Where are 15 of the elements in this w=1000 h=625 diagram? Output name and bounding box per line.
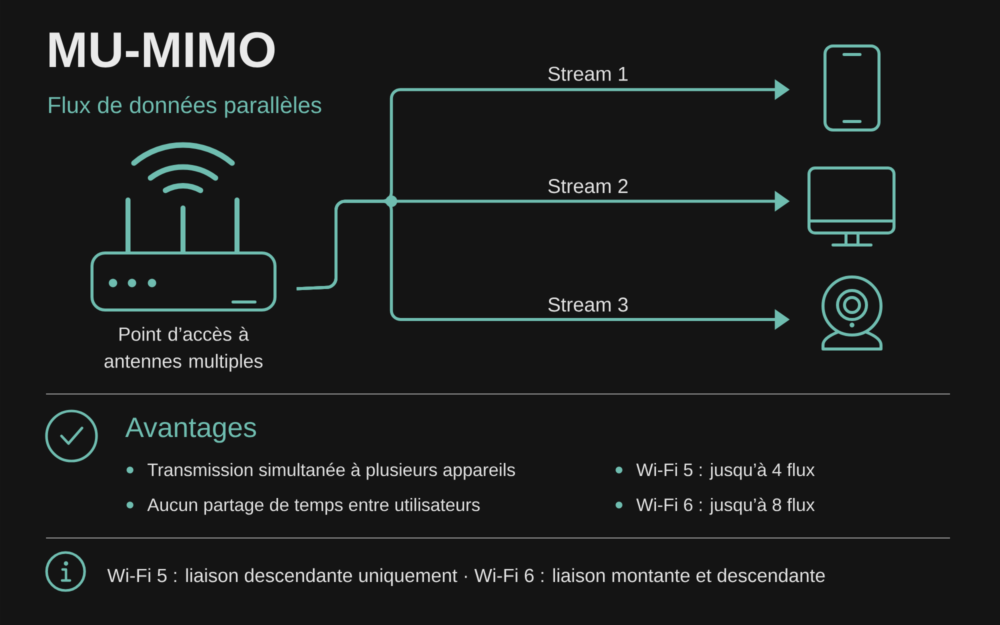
list-item: Aucun partage de temps entre utilisateurs xyxy=(147,498,480,515)
edge-label: Stream 1 xyxy=(546,66,630,82)
node-caption: Point d’accès à antennes multiples xyxy=(104,326,263,372)
edge-label: Stream 2 xyxy=(546,178,630,194)
subtitle: Flux de données parallèles xyxy=(49,96,322,118)
list-item: Transmission simultanée à plusieurs appareils xyxy=(148,462,515,480)
note-text: Wi-Fi 5 : liaison descendante uniquement · Wi-Fi 6 : liaison montante et descendante xyxy=(107,568,825,586)
smartphone-icon xyxy=(824,44,880,132)
edge-label: Stream 3 xyxy=(546,296,630,313)
list-item: Wi-Fi 6 : jusqu’à 8 flux xyxy=(636,498,815,515)
list-item: Wi-Fi 5 : jusqu’à 4 flux xyxy=(636,462,815,480)
section-heading: Avantages xyxy=(125,418,256,443)
webcam-icon xyxy=(822,276,882,350)
title: MU-MIMO xyxy=(50,32,275,68)
monitor-icon xyxy=(808,166,896,246)
